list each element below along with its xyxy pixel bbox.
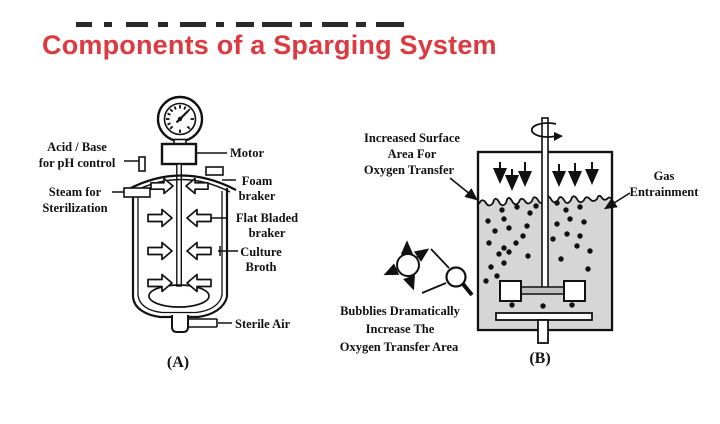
sterile-air-inlet <box>171 315 218 333</box>
label-gas-entrainment-2: Entrainment <box>630 185 700 199</box>
bubble-transfer-icon <box>383 240 430 291</box>
label-bubbles-2: Increase The <box>366 322 435 336</box>
impeller-arrows-row1 <box>147 208 212 228</box>
label-culture-broth: Culture <box>240 245 282 259</box>
label-gas-entrainment: Gas <box>654 169 675 183</box>
pressure-gauge-icon <box>156 95 204 147</box>
label-steam-2: Sterilization <box>42 201 107 215</box>
steam-port <box>123 187 151 198</box>
label-bubbles-3: Oxygen Transfer Area <box>340 340 459 354</box>
impeller-arrows-row2 <box>147 241 212 261</box>
label-flat-bladed-2: braker <box>249 226 286 240</box>
sparger-bar <box>495 312 593 321</box>
impeller-arrows-row3 <box>147 273 212 293</box>
label-surface-area-2: Area For <box>388 147 437 161</box>
label-surface-area: Increased Surface <box>364 131 460 145</box>
top-right-port <box>205 166 224 176</box>
label-acid-base: Acid / Base <box>47 140 107 154</box>
magnifier-icon <box>421 248 474 297</box>
diagram-b: Increased Surface Area For Oxygen Transf… <box>340 117 700 367</box>
rotation-arrow-icon <box>530 122 563 141</box>
label-flat-bladed: Flat Bladed <box>236 211 298 225</box>
label-foam-braker: Foam <box>242 174 273 188</box>
caption-a: (A) <box>167 354 189 371</box>
page-title: Components of a Sparging System <box>42 30 497 60</box>
label-bubbles: Bubblies Dramatically <box>340 304 461 318</box>
leader-lines-a <box>112 152 238 324</box>
label-surface-area-3: Oxygen Transfer <box>364 163 455 177</box>
impeller <box>499 280 586 302</box>
label-acid-base-2: for pH control <box>39 156 116 170</box>
label-sterile-air: Sterile Air <box>235 317 291 331</box>
acid-base-port <box>138 156 146 172</box>
leader-lines-b <box>449 177 631 210</box>
caption-b: (B) <box>529 350 550 367</box>
stirrer-shaft <box>541 117 549 289</box>
gas-bubbles <box>483 200 593 309</box>
label-foam-braker-2: braker <box>239 189 276 203</box>
motor-box <box>160 142 198 166</box>
label-culture-broth-2: Broth <box>245 260 276 274</box>
agitator-shaft <box>176 163 183 287</box>
label-motor: Motor <box>230 146 264 160</box>
down-arrows <box>493 162 599 191</box>
diagram-a: Acid / Base for pH control Motor Steam f… <box>39 95 298 371</box>
air-inlet-pipe <box>537 319 549 344</box>
foam-breaker-arrows <box>150 177 209 195</box>
label-steam: Steam for <box>49 185 102 199</box>
